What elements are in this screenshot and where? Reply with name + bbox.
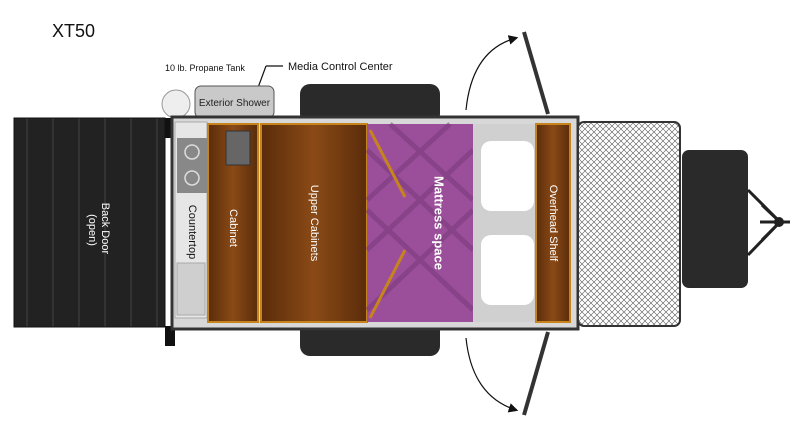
- front-rack: [577, 121, 681, 327]
- back-door-hinge-top: [165, 118, 175, 138]
- media-control-center-label: Media Control Center: [288, 61, 393, 73]
- mattress-divider-top: [368, 129, 407, 198]
- side-door-bottom: [522, 331, 550, 416]
- exterior-shower-label: Exterior Shower: [199, 98, 271, 109]
- cabinet-label: Cabinet: [227, 209, 239, 247]
- seat-cushion-bottom: [481, 235, 534, 305]
- burner-1: [184, 144, 200, 160]
- floorplan-title: XT50: [52, 21, 95, 41]
- mattress-divider-bottom: [368, 249, 407, 319]
- seat-cushion-top: [481, 141, 534, 211]
- tire-top: [300, 84, 440, 124]
- mattress-space-label: Mattress space: [432, 176, 447, 270]
- door-swing-arrow-top: [465, 35, 519, 111]
- countertop-label: Countertop: [186, 205, 198, 259]
- propane-tank-label: 10 lb. Propane Tank: [165, 63, 245, 73]
- sink: [176, 262, 206, 316]
- tongue-box: [682, 150, 748, 288]
- overhead-shelf: [535, 123, 571, 323]
- hitch-coupler: [774, 217, 784, 227]
- overhead-shelf-label: Overhead Shelf: [547, 185, 559, 262]
- upper-cabinets-label: Upper Cabinets: [308, 185, 320, 262]
- burner-2: [184, 170, 200, 186]
- propane-tank: [161, 89, 191, 119]
- back-door-label-line1: Back Door: [99, 203, 111, 255]
- door-swing-arrow-bottom: [465, 337, 519, 413]
- back-door-label: Back Door (open): [86, 203, 111, 257]
- back-door: [13, 117, 166, 328]
- back-door-hinge-bottom: [165, 326, 175, 346]
- media-control-center: [225, 130, 251, 166]
- back-door-label-line2: (open): [86, 214, 98, 246]
- stove: [177, 138, 207, 193]
- side-door-top: [522, 31, 550, 115]
- mattress-pattern: [365, 122, 475, 312]
